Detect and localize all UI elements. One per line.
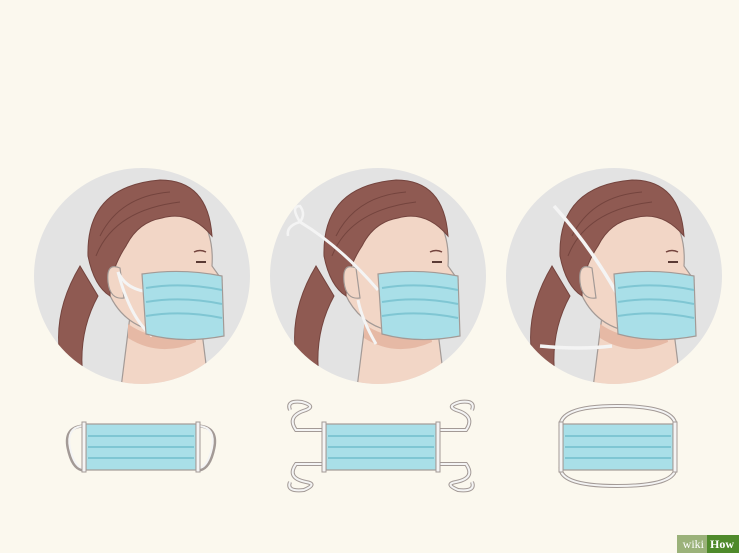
flat-mask-elastic-band — [559, 406, 677, 486]
watermark-how: How — [707, 535, 739, 553]
panel-ear-loop — [34, 168, 250, 472]
panel-tie-on — [270, 168, 486, 490]
panel-elastic-band — [506, 168, 722, 486]
wikihow-watermark: wiki How — [677, 535, 739, 553]
flat-mask-ear-loop — [67, 422, 214, 472]
watermark-wiki: wiki — [677, 535, 707, 553]
flat-mask-tie-on — [289, 402, 473, 491]
